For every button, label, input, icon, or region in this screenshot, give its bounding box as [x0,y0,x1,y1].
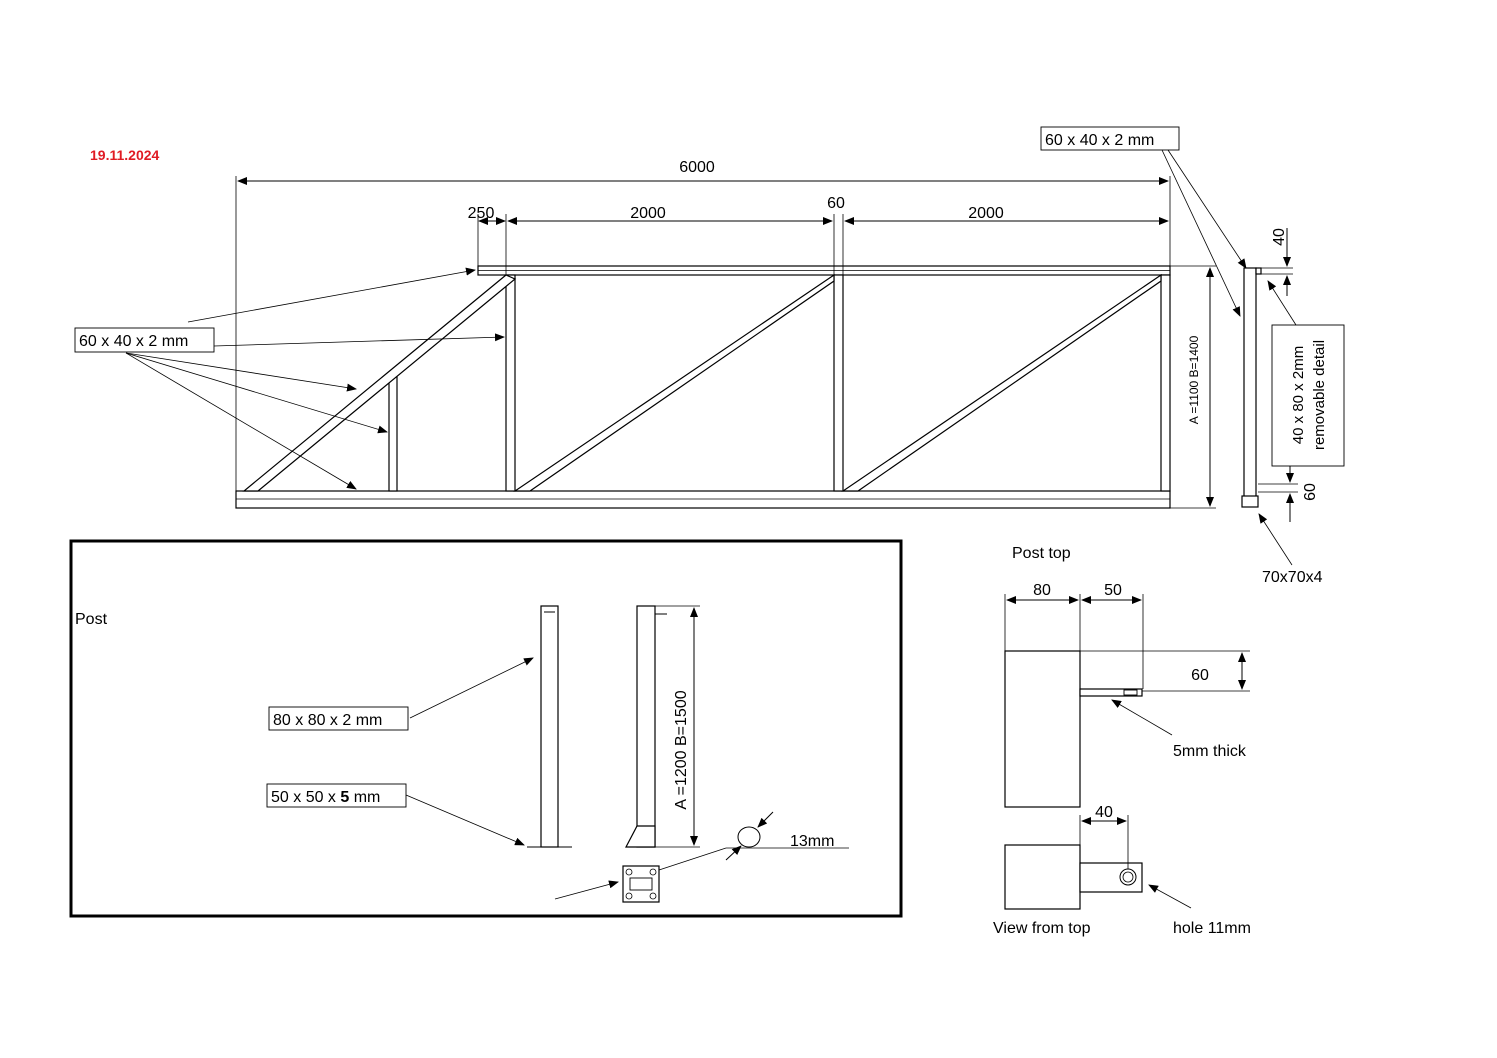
gate-front-view: 6000 250 2000 60 2000 A =1100 B=1400 60 … [74,159,1216,509]
gate-bottom-rail [235,490,1171,509]
side-post-tube [1243,267,1257,499]
post-top-tab [1079,688,1143,697]
overall-length-dim: 6000 [679,159,715,176]
post-tube-label: 80 x 80 x 2 mm [273,712,382,729]
post-top-title: Post top [1012,545,1071,562]
gate-height-dim: A =1100 B=1400 [1187,335,1201,424]
post-front-tube [540,605,559,848]
gate-vertical-1 [505,274,516,492]
post-title: Post [75,611,108,628]
post-top-hole-pos-dim: 40 [1095,804,1113,821]
post-top-hole-label: hole 11mm [1173,920,1251,937]
post-side-tube [636,605,656,848]
post-top-detail: Post top 80 50 60 5mm thick 40 View from… [993,545,1251,937]
side-foot-plate [1241,495,1259,508]
post-top-view-tube [1004,844,1081,910]
panel-2-width-dim: 2000 [968,205,1004,222]
post-top-tab-height-dim: 60 [1191,667,1209,684]
post-detail-panel: Post A =1200 B=1500 80 x 80 x 2 mm 50 x … [69,539,903,918]
removable-detail-size: 40 x 80 x 2mm [1290,346,1307,444]
drawing-date: 19.11.2024 [90,147,160,163]
post-top-thickness-label: 5mm thick [1173,743,1247,760]
post-hole-label: 13mm [790,833,834,850]
post-height-dim: A =1200 B=1500 [673,690,690,809]
post-base-label: 50 x 50 x 5 mm [271,789,380,806]
panel-1-width-dim: 2000 [630,205,666,222]
gate-vertical-end [1160,274,1171,492]
post-top-view-label: View from top [993,920,1091,937]
left-offset-dim: 250 [468,205,495,222]
gate-diagonal-1 [513,273,835,492]
foot-label: 70x70x4 [1262,569,1323,586]
gate-diagonal-2 [841,273,1162,492]
removable-detail-label: removable detail [1311,340,1328,450]
gate-tail-diagonal [242,274,517,492]
gate-tube-label: 60 x 40 x 2 mm [79,333,188,350]
gate-vertical-2 [833,274,844,492]
post-top-width-dim: 80 [1033,582,1051,599]
post-hole-detail [737,826,761,848]
post-gap-dim: 60 [827,195,845,212]
post-top-view-tab [1079,862,1143,893]
side-bottom-dim: 60 [1302,483,1319,501]
post-top-side-tube [1004,650,1081,808]
gate-vertical-short [388,372,398,492]
post-top-tab-dim: 50 [1104,582,1122,599]
side-tube-label: 60 x 40 x 2 mm [1045,132,1154,149]
side-top-dim: 40 [1271,228,1288,246]
gate-side-view: 60 x 40 x 2 mm 40 40 x 80 x 2mm removabl… [1040,126,1345,586]
